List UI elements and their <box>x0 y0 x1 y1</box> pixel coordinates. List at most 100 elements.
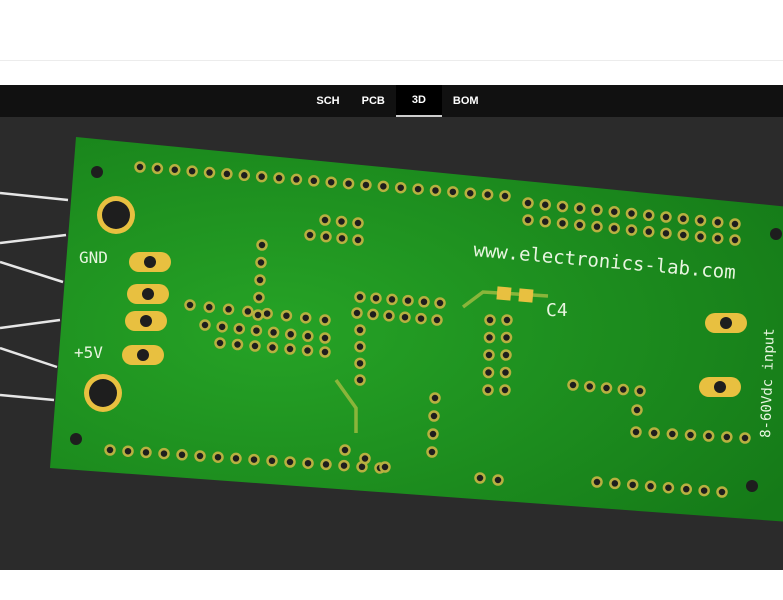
tab-sch[interactable]: SCH <box>316 95 340 107</box>
via-hole <box>608 222 620 235</box>
via-hole <box>666 428 679 440</box>
via-hole <box>354 357 366 370</box>
via-hole <box>447 186 459 198</box>
via-hole <box>360 179 372 191</box>
via-hole <box>644 480 657 493</box>
c4-pad-right <box>518 288 534 303</box>
via-hole <box>319 314 331 326</box>
via-hole <box>238 169 251 182</box>
via-hole <box>631 404 643 416</box>
via-hole <box>242 305 254 318</box>
via-hole <box>677 213 689 225</box>
via-hole <box>325 176 337 188</box>
via-hole <box>402 294 414 307</box>
via-hole <box>122 445 134 457</box>
via-hole <box>694 230 707 243</box>
via-hole <box>660 211 672 223</box>
via-hole <box>684 429 697 441</box>
via-hole <box>574 202 586 214</box>
via-hole <box>354 324 366 336</box>
via-hole <box>698 484 710 497</box>
3d-viewport[interactable]: GND +5V www.electronics-lab.com C4 8-60V… <box>0 117 783 570</box>
via-hole <box>367 308 379 321</box>
via-hole <box>483 349 495 361</box>
pcb-board <box>50 137 783 522</box>
via-hole <box>249 340 261 352</box>
via-hole <box>290 173 303 186</box>
via-hole <box>556 217 569 230</box>
via-hole <box>266 455 278 467</box>
via-hole <box>233 322 246 335</box>
via-hole <box>253 291 265 304</box>
via-hole <box>499 190 511 202</box>
via-hole <box>399 311 411 323</box>
via-hole <box>261 307 273 320</box>
via-hole <box>273 172 285 184</box>
mount-holes <box>70 166 782 492</box>
via-hole <box>434 297 446 309</box>
via-hole <box>199 319 211 331</box>
vcc-label: +5V <box>74 343 103 362</box>
via-hole <box>342 177 355 190</box>
via-hole <box>255 170 268 183</box>
via-hole <box>302 330 314 342</box>
pad-hole <box>137 349 149 361</box>
via-hole <box>600 382 613 394</box>
via-hole <box>352 217 364 229</box>
via-hole <box>630 426 642 438</box>
via-hole <box>336 232 348 245</box>
via-hole <box>522 197 534 209</box>
pad-hole <box>144 256 156 268</box>
via-hole <box>426 446 438 458</box>
view-tabs-bar: SCH PCB 3D BOM <box>0 85 783 117</box>
via-hole <box>212 451 224 463</box>
via-hole <box>386 293 398 306</box>
tab-3d[interactable]: 3D <box>395 85 442 117</box>
via-hole <box>415 312 427 325</box>
via-hole <box>739 432 751 444</box>
tab-pcb[interactable]: PCB <box>361 95 385 107</box>
via-hole <box>335 215 348 228</box>
via-hole <box>625 224 638 236</box>
via-hole <box>151 162 164 175</box>
via-hole <box>591 204 603 216</box>
via-hole <box>427 428 439 440</box>
via-hole <box>474 472 486 484</box>
via-hole <box>352 234 364 246</box>
header-pads <box>122 252 747 397</box>
via-hole <box>484 314 496 326</box>
via-hole <box>140 446 152 459</box>
via-hole <box>500 349 512 361</box>
via-hole <box>626 479 639 491</box>
via-hole <box>284 456 296 468</box>
via-hole <box>284 328 297 341</box>
via-hole <box>694 214 707 227</box>
via-hole <box>214 337 226 349</box>
via-hole <box>429 184 442 197</box>
tab-bom[interactable]: BOM <box>452 95 479 107</box>
via-hole <box>383 310 395 322</box>
via-hole <box>256 239 268 251</box>
via-hole <box>319 214 331 226</box>
via-hole <box>680 483 693 495</box>
via-hole <box>567 379 579 391</box>
via-hole <box>280 309 293 322</box>
via-hole <box>712 232 724 245</box>
via-hole <box>302 457 314 469</box>
via-hole <box>370 292 382 304</box>
via-hole <box>464 187 476 199</box>
via-holes <box>104 161 751 498</box>
pad-hole <box>140 315 152 327</box>
via-hole <box>716 486 728 498</box>
via-hole <box>584 380 596 393</box>
c4-pad-left <box>496 286 512 301</box>
via-hole <box>609 477 621 490</box>
via-hole <box>254 274 266 286</box>
via-hole <box>729 218 741 230</box>
via-hole <box>255 256 267 269</box>
via-hole <box>608 206 620 218</box>
via-hole <box>216 321 228 333</box>
via-hole <box>428 410 440 422</box>
via-hole <box>319 346 331 358</box>
via-hole <box>203 166 216 179</box>
